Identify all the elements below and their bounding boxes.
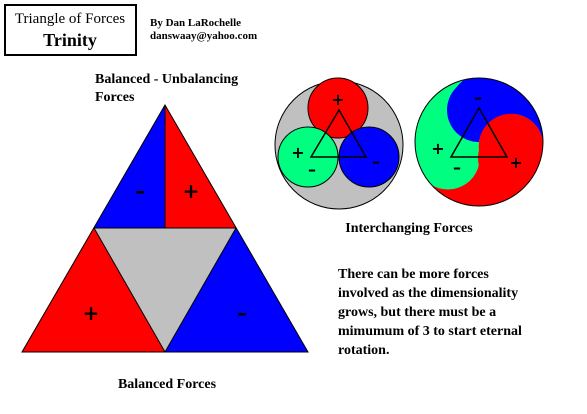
note-line2: involved as the dimensionality <box>338 286 518 301</box>
triangle-center-gray <box>94 228 236 352</box>
title-line2: Trinity <box>43 30 97 50</box>
balanced-triangle: – + + – <box>21 104 309 353</box>
title-line1: Triangle of Forces <box>15 11 125 27</box>
triangle-divider-right <box>164 227 237 353</box>
left-red-circle <box>307 77 369 139</box>
triangle-bottom-left-sign: + <box>83 301 100 325</box>
title-box-border <box>4 4 137 56</box>
note-line4: mimumum of 3 to start eternal <box>338 324 522 339</box>
right-inner-triangle <box>449 106 509 158</box>
interchanging-circle-right: – + – + <box>414 77 544 207</box>
triangle-divider-left <box>93 227 166 353</box>
right-red-lobe <box>478 127 540 189</box>
author-email: danswaay@yahoo.com <box>150 30 257 42</box>
right-outer-circle <box>414 77 544 207</box>
title-box: Triangle of Forces Trinity <box>4 4 137 56</box>
left-blue-sign: – <box>372 152 380 171</box>
triangle-heading: Balanced - Unbalancing Forces <box>95 72 238 105</box>
circles-caption: Interchanging Forces <box>345 221 473 236</box>
left-green-sign-minus: – <box>308 160 316 179</box>
author-name: By Dan LaRochelle <box>150 17 241 29</box>
triangle-bottom-right-sign: – <box>237 301 247 325</box>
triangle-heading-line1: Balanced - Unbalancing <box>95 72 238 87</box>
left-inner-triangle <box>309 108 368 158</box>
note-line3: grows, but there must be a <box>338 305 496 320</box>
byline: By Dan LaRochelle danswaay@yahoo.com <box>150 17 257 42</box>
right-green-sign-minus: – <box>453 158 461 177</box>
right-red-sign: + <box>509 153 522 172</box>
explanation-note: There can be more forces involved as the… <box>338 267 522 358</box>
right-top-sign: – <box>474 88 482 107</box>
triangle-heading-line2: Forces <box>95 90 135 105</box>
note-line1: There can be more forces <box>338 267 489 282</box>
right-green-sign-plus: + <box>431 139 444 158</box>
triangle-bottom-left-red <box>22 228 165 352</box>
note-line5: rotation. <box>338 343 389 358</box>
triangle-bottom-right-blue <box>165 228 308 352</box>
left-green-sign-plus: + <box>291 143 304 162</box>
triangle-caption: Balanced Forces <box>118 377 217 392</box>
triangle-top-left-sign: – <box>135 179 145 203</box>
triangle-top-right-sign: + <box>183 179 200 203</box>
interchanging-circle-left: + + – – <box>274 77 404 210</box>
left-top-sign: + <box>331 90 344 109</box>
